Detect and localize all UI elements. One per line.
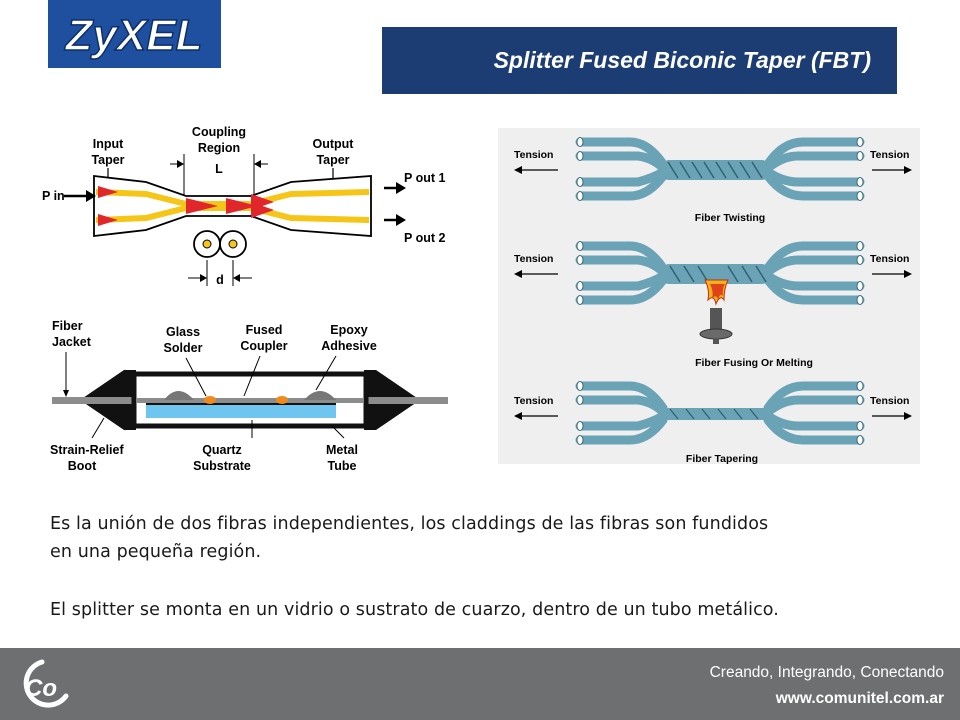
page-title: Splitter Fused Biconic Taper (FBT) xyxy=(493,47,871,73)
label-input-taper-1: Input xyxy=(93,137,124,151)
label-fiber-jacket-2: Jacket xyxy=(52,335,92,349)
label-glass-solder-1: Glass xyxy=(166,325,200,339)
label-pin: P in xyxy=(42,189,65,203)
coupler-diagram: Input Taper Coupling Region L Output Tap… xyxy=(42,125,445,287)
process-diagram: Tension Tension Fiber Twisting Tension T… xyxy=(498,128,920,464)
label-fused-coupler-1: Fused xyxy=(246,323,283,337)
label-coupling-region-1: Coupling xyxy=(192,125,246,139)
label-pout2: P out 2 xyxy=(404,231,445,245)
label-quartz-substrate-1: Quartz xyxy=(202,443,242,457)
tension-label: Tension xyxy=(870,395,909,407)
zyxel-logo-text: ZyXEL xyxy=(64,11,203,60)
footer-bar: Creando, Integrando, Conectando www.comu… xyxy=(0,648,960,720)
comunitel-logo: Co xyxy=(23,659,69,708)
package-diagram: Fiber Jacket Glass Solder Fused Coupler … xyxy=(50,319,448,473)
label-input-taper-2: Taper xyxy=(91,153,124,167)
comunitel-logo-text: Co xyxy=(25,675,57,702)
step-twisting-label: Fiber Twisting xyxy=(695,212,765,224)
label-length: L xyxy=(215,162,223,176)
label-output-taper-2: Taper xyxy=(316,153,349,167)
label-coupling-region-2: Region xyxy=(198,141,240,155)
title-bar: Splitter Fused Biconic Taper (FBT) xyxy=(382,27,897,94)
description-line: en una pequeña región. xyxy=(50,542,262,562)
step-tapering-label: Fiber Tapering xyxy=(686,453,758,464)
label-epoxy-adhesive-1: Epoxy xyxy=(330,323,368,337)
tension-label: Tension xyxy=(870,149,909,161)
tension-label: Tension xyxy=(870,253,909,265)
label-fiber-jacket-1: Fiber xyxy=(52,319,83,333)
tension-label: Tension xyxy=(514,149,553,161)
footer-tagline: Creando, Integrando, Conectando xyxy=(709,664,944,681)
label-strain-relief-boot-1: Strain-Relief xyxy=(50,443,124,457)
footer-url[interactable]: www.comunitel.com.ar xyxy=(775,690,944,707)
label-glass-solder-2: Solder xyxy=(164,341,203,355)
description-paragraph-2: El splitter se monta en un vidrio o sust… xyxy=(50,600,779,620)
label-metal-tube-2: Tube xyxy=(328,459,357,473)
label-pout1: P out 1 xyxy=(404,171,445,185)
step-fusing-label: Fiber Fusing Or Melting xyxy=(695,357,813,369)
description-paragraph-1: Es la unión de dos fibras independientes… xyxy=(50,510,910,566)
label-epoxy-adhesive-2: Adhesive xyxy=(321,339,377,353)
description-line: Es la unión de dos fibras independientes… xyxy=(50,514,769,534)
label-distance: d xyxy=(216,273,224,287)
tension-label: Tension xyxy=(514,395,553,407)
label-strain-relief-boot-2: Boot xyxy=(68,459,97,473)
label-fused-coupler-2: Coupler xyxy=(240,339,287,353)
tension-label: Tension xyxy=(514,253,553,265)
label-metal-tube-1: Metal xyxy=(326,443,358,457)
label-quartz-substrate-2: Substrate xyxy=(193,459,251,473)
zyxel-logo: ZyXEL xyxy=(48,0,221,68)
label-output-taper-1: Output xyxy=(313,137,355,151)
